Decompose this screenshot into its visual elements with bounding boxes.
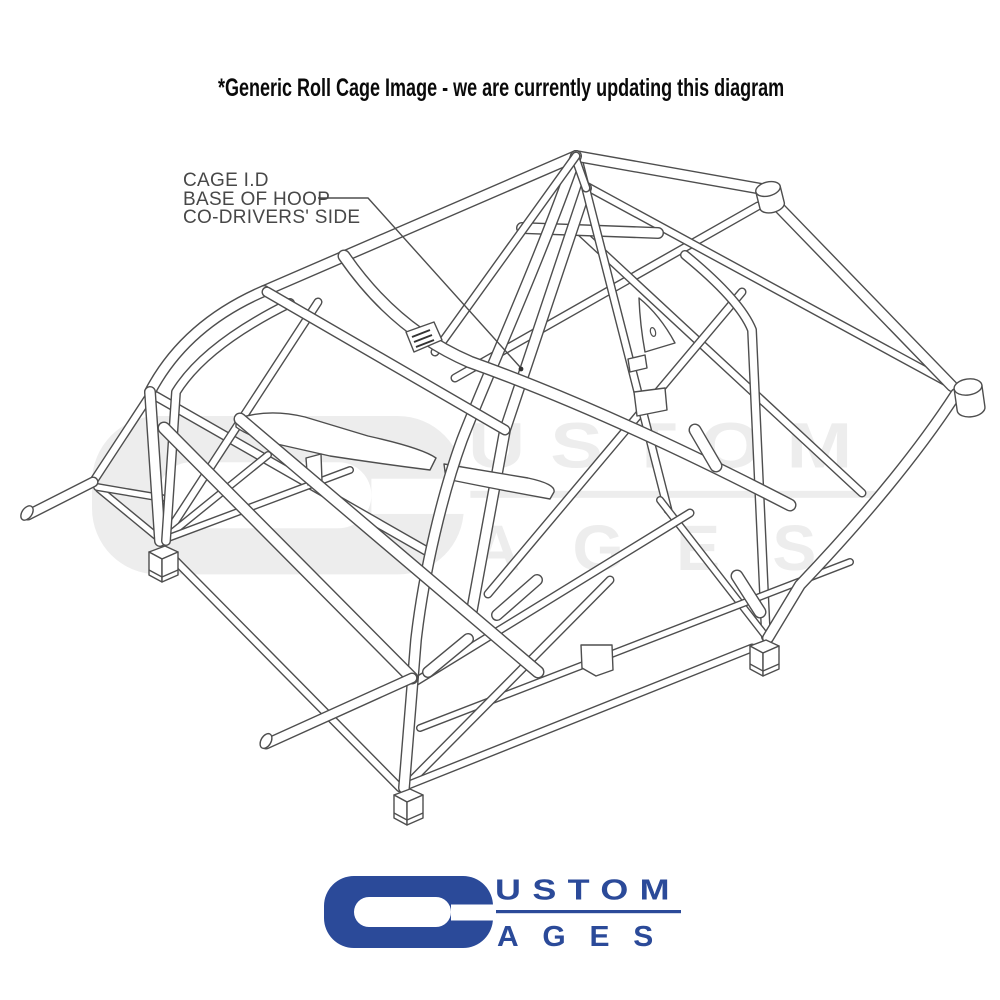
svg-text:AGES: AGES [497, 921, 677, 953]
svg-text:USTOM: USTOM [495, 876, 681, 907]
